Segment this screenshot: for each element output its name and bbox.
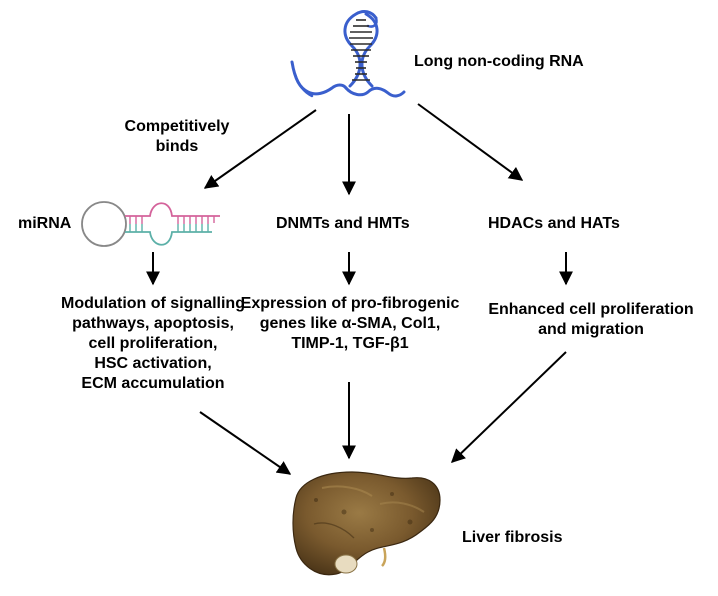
arrow-modulation-to-liver bbox=[199, 411, 292, 475]
lncrna-label: Long non-coding RNA bbox=[414, 53, 584, 70]
competitively-binds-line-1: Competitively bbox=[124, 118, 230, 135]
expression-text: Expression of pro-fibrogenic genes like … bbox=[230, 294, 470, 354]
arrow-lncrna-to-hdacs bbox=[417, 103, 524, 181]
competitively-binds-line-2: binds bbox=[155, 138, 199, 155]
modulation-line-4: HSC activation, bbox=[94, 355, 212, 372]
mirna-label: miRNA bbox=[18, 215, 72, 232]
enhanced-line-2: and migration bbox=[538, 321, 644, 338]
liver-icon bbox=[292, 471, 441, 576]
enhanced-line-1: Enhanced cell proliferation bbox=[488, 301, 694, 318]
expression-line-1: Expression of pro-fibrogenic bbox=[240, 295, 460, 312]
hdacs-label: HDACs and HATs bbox=[488, 215, 620, 232]
modulation-line-2: pathways, apoptosis, bbox=[72, 315, 234, 332]
modulation-line-5: ECM accumulation bbox=[81, 375, 225, 392]
liver-fibrosis-label: Liver fibrosis bbox=[462, 529, 563, 546]
expression-line-3: TIMP-1, TGF-β1 bbox=[291, 335, 409, 352]
arrow-lncrna-to-mirna bbox=[203, 109, 317, 189]
arrow-enhanced-to-liver bbox=[450, 351, 567, 463]
competitively-binds-label: Competitively binds bbox=[118, 117, 236, 157]
mirna-icon bbox=[81, 201, 220, 247]
modulation-text: Modulation of signalling pathways, apopt… bbox=[10, 294, 296, 394]
modulation-line-1: Modulation of signalling bbox=[61, 295, 245, 312]
dnmts-label: DNMTs and HMTs bbox=[276, 215, 410, 232]
modulation-line-3: cell proliferation, bbox=[88, 335, 218, 352]
lncrna-icon bbox=[290, 9, 406, 98]
enhanced-text: Enhanced cell proliferation and migratio… bbox=[466, 300, 716, 340]
expression-line-2: genes like α-SMA, Col1, bbox=[259, 315, 441, 332]
